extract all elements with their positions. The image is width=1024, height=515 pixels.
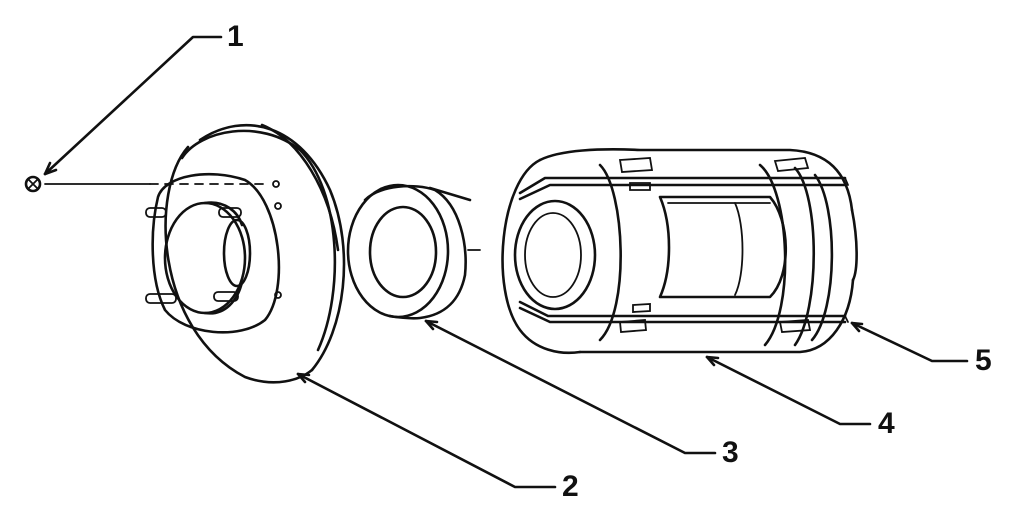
label-part-3: 3 bbox=[722, 436, 739, 469]
part-2-flange bbox=[145, 123, 346, 384]
hole-mark bbox=[272, 180, 280, 188]
label-part-1: 1 bbox=[227, 20, 244, 53]
label-part-4: 4 bbox=[878, 407, 895, 440]
part-1-fastener bbox=[24, 175, 42, 193]
part-5-rods bbox=[518, 176, 849, 324]
part-4-housing bbox=[501, 148, 858, 355]
leader-lines bbox=[43, 35, 969, 489]
label-part-5: 5 bbox=[975, 344, 992, 377]
label-part-2: 2 bbox=[562, 470, 579, 503]
part-3-ring bbox=[346, 183, 481, 320]
